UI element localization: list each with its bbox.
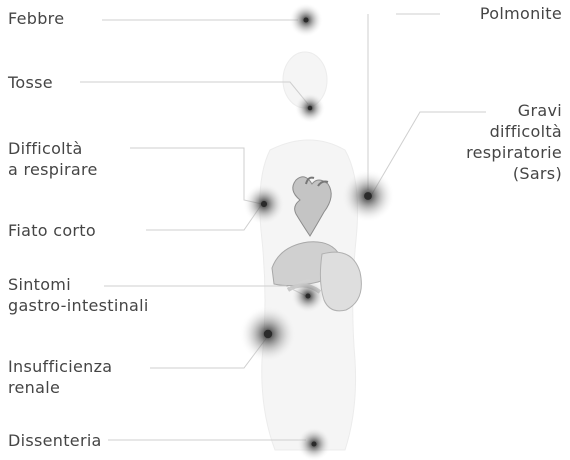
label-line: difficoltà — [466, 121, 562, 142]
marker-dissenteria — [311, 441, 316, 446]
label-line: renale — [8, 377, 112, 398]
stomach-organ — [320, 252, 361, 311]
label-fiato: Fiato corto — [8, 220, 96, 241]
marker-tosse — [308, 106, 312, 110]
label-line: Fiato corto — [8, 220, 96, 241]
label-line: Polmonite — [480, 3, 562, 24]
marker-febbre — [303, 17, 308, 22]
marker-polmonite — [364, 192, 372, 200]
label-tosse: Tosse — [8, 72, 53, 93]
label-line: Difficoltà — [8, 138, 98, 159]
marker-difficolta — [261, 201, 267, 207]
label-line: a respirare — [8, 159, 98, 180]
label-line: Tosse — [8, 72, 53, 93]
marker-sintomi — [305, 293, 310, 298]
label-line: Febbre — [8, 8, 64, 29]
label-dissenteria: Dissenteria — [8, 430, 102, 451]
label-polmonite: Polmonite — [480, 3, 562, 24]
label-line: Sintomi — [8, 274, 149, 295]
label-line: respiratorie — [466, 142, 562, 163]
label-line: Insufficienza — [8, 356, 112, 377]
label-febbre: Febbre — [8, 8, 64, 29]
label-line: (Sars) — [466, 163, 562, 184]
label-line: Gravi — [466, 100, 562, 121]
marker-insufficienza — [264, 330, 272, 338]
label-line: Dissenteria — [8, 430, 102, 451]
label-line: gastro-intestinali — [8, 295, 149, 316]
